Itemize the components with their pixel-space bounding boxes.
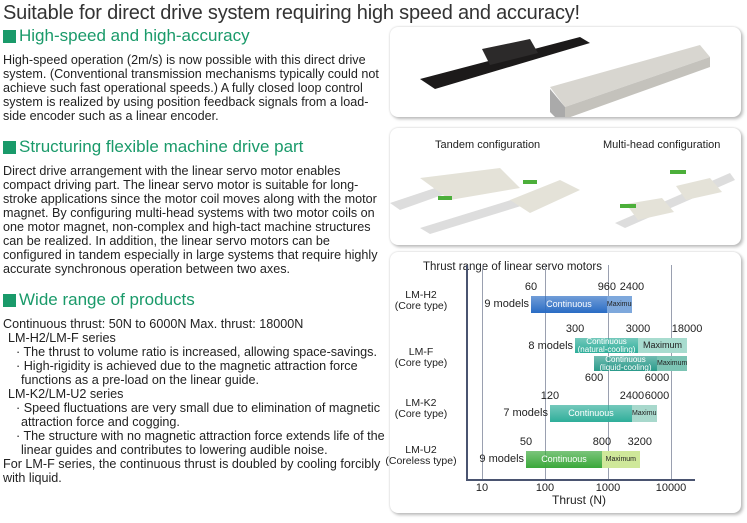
chart-title: Thrust range of linear servo motors [423,261,602,273]
model-count: 8 models [528,340,574,352]
note-line: For LM-F series, the continuous thrust i… [3,457,381,485]
bar-value-label: 800 [592,436,612,448]
continuous-bar: Continuous [526,451,602,468]
product-photo-panel [390,27,741,127]
model-count: 9 models [484,298,530,310]
continuous-bar: Continuous (natural-cooling) [575,338,639,353]
bar-value-label: 960 [597,281,617,293]
bullet-line: · The structure with no magnetic attract… [16,429,385,457]
heading-text: Wide range of products [19,290,195,309]
x-tick-label: 1000 [595,482,621,494]
maximum-bar: Maximum [657,356,688,371]
x-tick-label: 10 [475,482,489,494]
section-body: Continuous thrust: 50N to 6000N Max. thr… [3,317,391,485]
configuration-illustration [390,168,735,234]
bar-value-label: 300 [565,323,585,335]
bullet-line: · The thrust to volume ratio is increase… [16,345,377,359]
multihead-caption: Multi-head configuration [603,139,721,151]
section-body: Direct drive arrangement with the linear… [3,164,378,276]
continuous-bar: Continuous (liquid-cooling) [594,356,658,371]
bar-value-label: 18000 [671,323,703,335]
bar-value-label: 120 [540,390,560,402]
gridline [545,265,546,479]
tandem-caption: Tandem configuration [435,139,541,151]
x-axis-label: Thrust (N) [552,493,606,507]
series-line: LM-H2/LM-F series [8,331,116,345]
y-axis-line [466,265,468,480]
bullet-square-icon [3,293,16,307]
bar-value-label: 3000 [625,323,651,335]
section-heading: High-speed and high-accuracy [3,26,391,46]
bullet-square-icon [3,140,16,154]
maximum-bar: Maximum [638,338,688,353]
maximum-bar: Maximum [631,405,658,422]
bullet-square-icon [3,29,16,43]
bullet-line: · High-rigidity is achieved due to the m… [16,359,358,387]
model-count: 9 models [479,453,525,465]
row-name: LM-F [408,346,434,358]
bar-value-label: 60 [524,281,538,293]
row-name: LM-H2 [405,289,437,301]
bar-value-label: 3200 [627,436,653,448]
maximum-bar: Maximum [606,296,632,313]
gridline [482,265,483,479]
x-tick-label: 10000 [655,482,687,494]
row-name: LM-U2 [405,444,437,456]
bar-value-label: 50 [519,436,533,448]
bar-value-label: 2400 [619,390,645,402]
gridline [608,265,609,479]
configuration-panel: Tandem configuration Multi-head configur… [390,128,741,245]
heading-text: High-speed and high-accuracy [19,26,250,45]
bar-value-label: 600 [584,372,604,384]
row-type: (Core type) [394,357,448,369]
bullet-line: · Speed fluctuations are very small due … [16,401,381,429]
gridline [671,265,672,479]
section-heading: Wide range of products [3,290,391,310]
continuous-bar: Continuous [531,296,607,313]
text-column: High-speed and high-accuracy High-speed … [3,26,391,485]
spec-line: Continuous thrust: 50N to 6000N Max. thr… [3,317,304,331]
section-body: High-speed operation (2m/s) is now possi… [3,53,379,123]
row-type: (Coreless type) [385,455,457,467]
row-type: (Core type) [394,300,448,312]
continuous-bar: Continuous [549,405,632,422]
row-type: (Core type) [394,408,448,420]
bar-value-label: 6000 [644,390,670,402]
maximum-bar: Maximum [601,451,640,468]
section-heading: Structuring flexible machine drive part [3,137,391,157]
thrust-chart-panel: Thrust range of linear servo motors Thru… [385,252,741,513]
row-name: LM-K2 [405,397,437,409]
series-line: LM-K2/LM-U2 series [8,387,124,401]
x-axis-line [466,479,695,481]
bar-value-label: 6000 [644,372,670,384]
product-photo [420,37,710,127]
heading-text: Structuring flexible machine drive part [19,137,304,156]
page-title: Suitable for direct drive system requiri… [3,2,580,24]
bar-value-label: 2400 [619,281,645,293]
x-tick-label: 100 [535,482,555,494]
model-count: 7 models [503,407,548,419]
